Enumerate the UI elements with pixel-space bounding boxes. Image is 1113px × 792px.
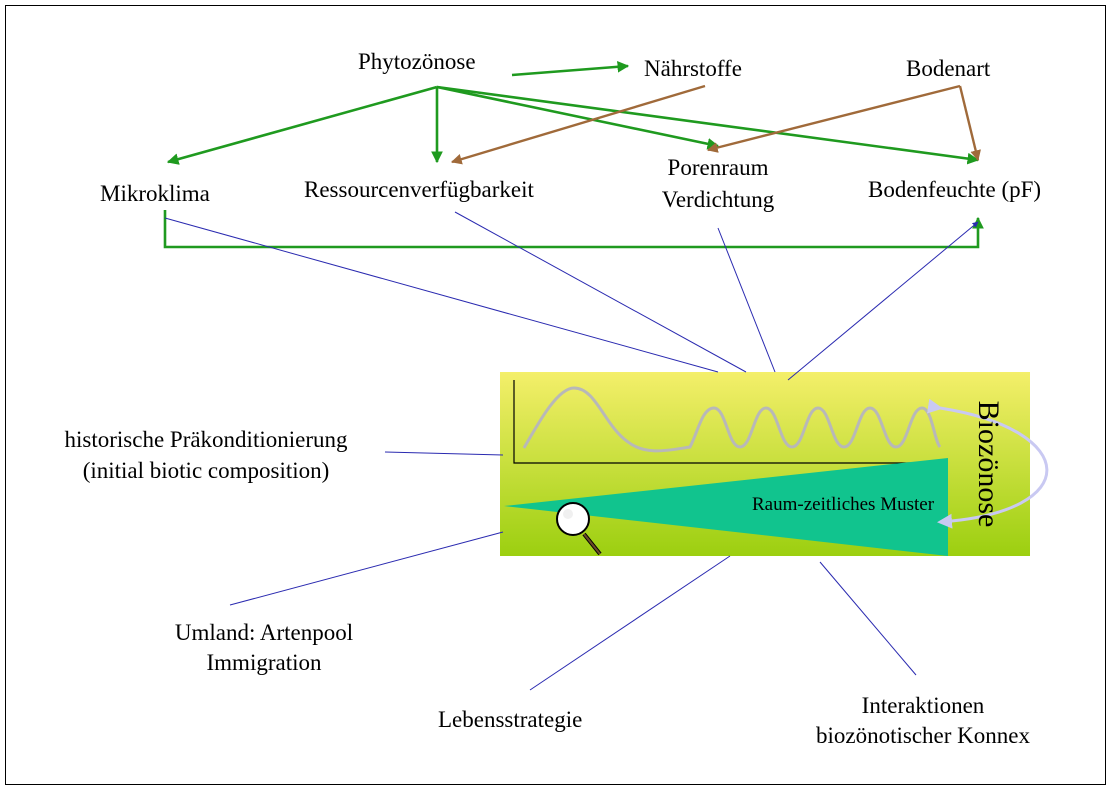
label-historische: historische Präkonditionierung (initial … (65, 426, 348, 485)
diagram-frame (5, 5, 1106, 785)
brown-arrows (450, 84, 981, 165)
spatiotemporal-wedge (504, 458, 948, 556)
label-bodenfeuchte: Bodenfeuchte (pF) (868, 177, 1042, 202)
label-biozoenose-text: Biozönose (972, 400, 1005, 528)
label-umland-line1: Umland: Artenpool (174, 620, 354, 645)
label-mikroklima: Mikroklima (100, 181, 210, 206)
temporal-curve (522, 386, 942, 453)
label-porenraum-line1: Porenraum (667, 155, 769, 180)
label-muster: Raum-zeitliches Muster (752, 494, 935, 515)
label-naehrstoffe: Nährstoffe (644, 56, 742, 81)
label-biozoenose: Biozönose (968, 372, 1008, 556)
label-umland-line2: Immigration (206, 650, 322, 675)
label-lebensstrategie: Lebensstrategie (438, 707, 583, 732)
label-interaktionen-line2: biozönotischer Konnex (816, 723, 1030, 748)
label-umland: Umland: Artenpool Immigration (175, 619, 353, 677)
label-historische-line2: (initial biotic composition) (82, 458, 330, 483)
label-ressourcen: Ressourcenverfügbarkeit (304, 177, 534, 202)
green-arrows (163, 60, 984, 249)
label-bodenart: Bodenart (906, 56, 991, 81)
graph-axes (513, 380, 948, 464)
label-interaktionen-line1: Interaktionen (861, 693, 985, 718)
label-interaktionen: Interaktionen biozönotischer Konnex (816, 692, 1030, 750)
label-historische-line1: historische Präkonditionierung (64, 427, 348, 452)
label-porenraum-line2: Verdichtung (661, 187, 775, 212)
cycle-arrow (926, 398, 1049, 529)
magnifier-icon (556, 502, 602, 556)
blue-lines (164, 211, 979, 691)
label-porenraum: Porenraum Verdichtung (662, 154, 774, 214)
label-phytozoenose: Phytozönose (358, 49, 476, 74)
